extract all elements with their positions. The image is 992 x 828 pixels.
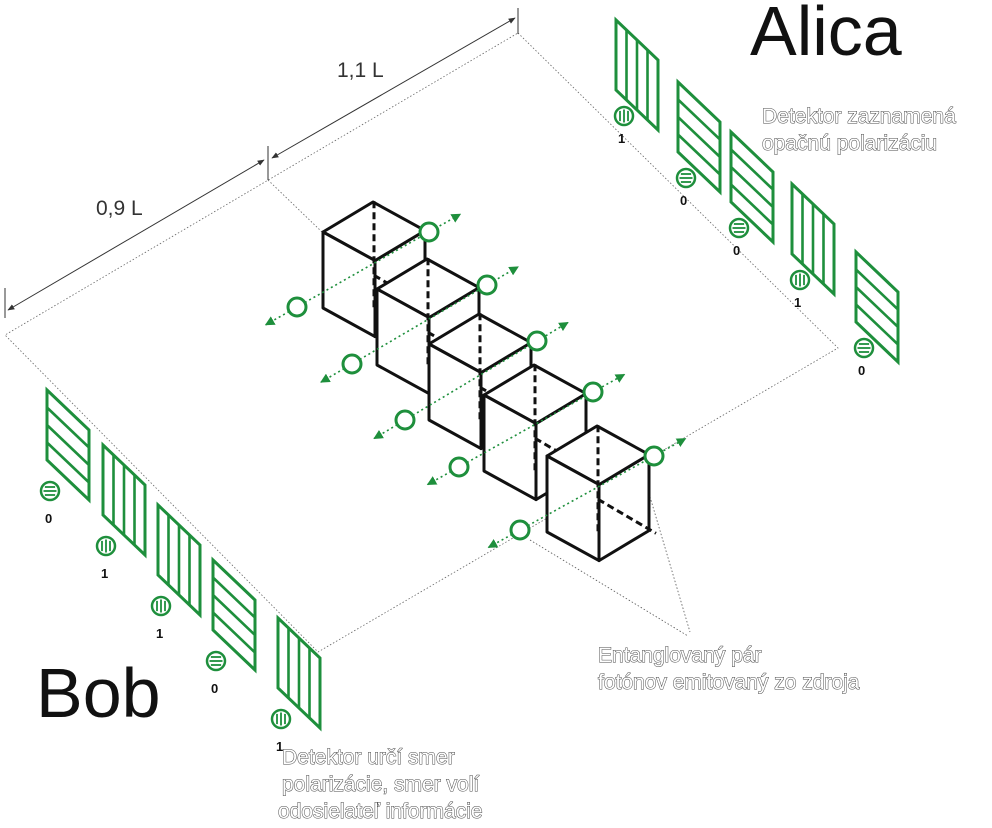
- bob-photon-icon: [39, 480, 61, 502]
- bob-note-line-3: odosielateľ informácie: [278, 800, 483, 823]
- alice-bit-label: 1: [794, 295, 801, 310]
- bob-bit-label: 1: [276, 739, 283, 754]
- alice-detector-panel: [614, 16, 660, 134]
- emitted-photon: [418, 221, 440, 243]
- emitted-photon: [341, 353, 363, 375]
- split-line: [267, 179, 323, 233]
- alice-note-line-1: Detektor zaznamená: [762, 105, 956, 128]
- alice-note-line-2: opačnú polarizáciu: [762, 132, 937, 155]
- bob-label: Bob: [36, 654, 161, 732]
- dimension-short: 0,9 L: [96, 197, 143, 220]
- alice-bit-label: 1: [618, 131, 625, 146]
- source-note-line-1: Entanglovaný pár: [598, 644, 761, 667]
- alice-detector-panel: [854, 248, 900, 366]
- dimension-lines: [4, 8, 519, 318]
- alice-note: Detektor zaznamená opačnú polarizáciu: [762, 105, 957, 156]
- bob-detector-panel: [156, 501, 202, 619]
- bob-photon-icon: [205, 650, 227, 672]
- bob-photon-icon: [150, 595, 172, 617]
- alice-photon-icon: [853, 337, 875, 359]
- bob-detector-panel: [211, 556, 257, 674]
- emitted-photon: [582, 381, 604, 403]
- bob-detector-panel: [45, 386, 91, 504]
- bob-bit-label: 0: [211, 681, 218, 696]
- photon-source-cube: [545, 424, 657, 563]
- bob-detector-row: 0 1 1 0 1: [39, 386, 322, 754]
- alice-detector-row: 1 0 0 1 0: [613, 16, 900, 378]
- alice-label: Alica: [750, 0, 902, 70]
- emitted-photon: [476, 274, 498, 296]
- source-note: Entanglovaný pár fotónov emitovaný zo zd…: [598, 644, 861, 695]
- alice-photon-icon: [789, 269, 811, 291]
- bob-detector-panel: [101, 441, 147, 559]
- bob-bit-label: 1: [156, 626, 163, 641]
- alice-bit-label: 0: [733, 243, 740, 258]
- alice-bit-label: 0: [858, 363, 865, 378]
- alice-detector-panel: [790, 180, 836, 298]
- bob-photon-icon: [270, 708, 292, 730]
- bob-note-line-1: Detektor určí smer: [282, 746, 455, 769]
- emitted-photon: [643, 445, 665, 467]
- alice-photon-icon: [728, 217, 750, 239]
- emitted-photon: [286, 296, 308, 318]
- emitted-photon: [394, 409, 416, 431]
- emitted-photon: [526, 330, 548, 352]
- emitted-photons: [264, 213, 687, 549]
- bob-note: Detektor určí smer polarizácie, smer vol…: [278, 746, 484, 824]
- photon-sources: [321, 200, 657, 563]
- dimension-long: 1,1 L: [337, 59, 384, 82]
- source-note-line-2: fotónov emitovaný zo zdroja: [598, 671, 860, 694]
- bob-note-line-2: polarizácie, smer volí: [282, 773, 479, 796]
- alice-detector-panel: [676, 78, 722, 196]
- emitted-photon: [448, 456, 470, 478]
- bob-bit-label: 0: [45, 511, 52, 526]
- alice-photon-icon: [675, 167, 697, 189]
- bob-detector-panel: [276, 614, 322, 732]
- emitted-photon: [509, 519, 531, 541]
- bob-photon-icon: [95, 535, 117, 557]
- alice-photon-icon: [613, 105, 635, 127]
- leader-lines: [529, 479, 691, 637]
- alice-detector-panel: [729, 128, 775, 246]
- bob-bit-label: 1: [101, 566, 108, 581]
- alice-bit-label: 0: [680, 193, 687, 208]
